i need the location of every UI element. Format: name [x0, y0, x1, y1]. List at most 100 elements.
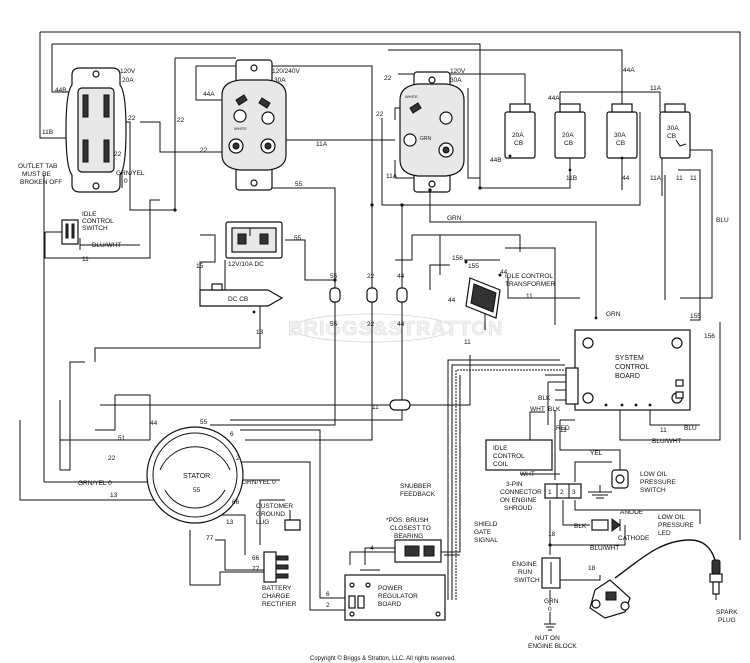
- wht-wire-label: WHT: [530, 406, 545, 413]
- connector-line2: CONNECTOR: [500, 489, 542, 496]
- wire-44-fuse-b: 44: [397, 321, 405, 328]
- zero-bottom-label: 0: [548, 606, 552, 613]
- regulator-line2: REGULATOR: [378, 593, 418, 600]
- yel-wire-label: YEL: [590, 450, 603, 457]
- battery-charge-rectifier: [263, 551, 289, 583]
- wire-55-top: 55: [295, 181, 303, 188]
- dc-outlet-rating: 12V/10A DC: [228, 261, 264, 268]
- component-labels: 120V 20A 120/240V 30A 120V 30A WHITE WHI…: [18, 68, 738, 650]
- led-line1: LOW OIL: [658, 514, 685, 521]
- blk-led-label: BLK: [574, 523, 587, 530]
- wire-22-fuse-b: 22: [367, 321, 375, 328]
- wire-11b-cb: 11B: [566, 175, 577, 182]
- wire-11-cb2: 11: [690, 175, 697, 182]
- nut-line1: NUT ON: [535, 635, 560, 642]
- cb-30a-1-line1: 30A: [614, 132, 626, 139]
- red-wire-label: RED: [556, 425, 570, 432]
- outlet-tab-note-line1: OUTLET TAB: [18, 163, 57, 170]
- connector-pin-2: 2: [560, 489, 564, 496]
- wire-55-stator-b: 55: [193, 487, 201, 494]
- wire-2-regulator: 2: [326, 602, 330, 609]
- wire-13-rect: 13: [226, 519, 234, 526]
- dc-outlet: [225, 221, 283, 259]
- lop-switch-line2: PRESSURE: [640, 479, 676, 486]
- outlet3-rating-line2: 30A: [450, 77, 462, 84]
- outlet-tab-note-line2: MUST BE: [22, 171, 51, 178]
- shield-line3: SIGNAL: [474, 537, 498, 544]
- wire-44-cb: 44: [622, 175, 630, 182]
- wire-156-right: 156: [704, 333, 715, 340]
- wire-44-transformer2: 44: [500, 269, 508, 276]
- grn-wire-label: GRN: [447, 215, 462, 222]
- system-control-board: [565, 316, 691, 411]
- outlet1-rating-line1: 120V: [120, 68, 136, 75]
- wire-44b: 44B: [55, 87, 67, 94]
- outlet2-white-terminal: WHITE: [234, 126, 247, 131]
- wire-22-stator: 22: [108, 455, 116, 462]
- three-pin-connector: [544, 483, 582, 499]
- scb-line1: SYSTEM: [615, 355, 644, 362]
- run-switch-line1: ENGINE: [512, 561, 538, 568]
- watermark: BRIGGS&STRATTON: [288, 313, 503, 343]
- outlet3-grn-terminal: GRN: [420, 136, 432, 142]
- wire-44-transformer1: 44: [448, 297, 456, 304]
- wire-44b-cb: 44B: [490, 157, 502, 164]
- outlet3-white-terminal: WHITE: [405, 94, 418, 99]
- ignition-module: [589, 579, 631, 619]
- wire-number-labels: 44B 11B 22 22 44A 22 22 11A 55 22 11A 22…: [42, 67, 715, 609]
- wire-22-outlet1: 22: [128, 115, 136, 122]
- wire-22-outlet2b: 22: [200, 147, 208, 154]
- blk2-wire-label: BLK: [548, 406, 561, 413]
- wire-22-outlet3: 22: [376, 111, 384, 118]
- spark-plug: [709, 559, 723, 600]
- customer-ground-lug: [284, 510, 301, 531]
- run-switch-line2: RUN: [518, 569, 532, 576]
- outlet-120-240v-30a: [221, 59, 287, 191]
- cb-20a-1-line2: CB: [514, 140, 523, 147]
- cb-30a-1-line2: CB: [616, 140, 625, 147]
- wire-11-transformer: 11: [464, 339, 471, 346]
- connector-line4: SHROUD: [504, 505, 532, 512]
- dc-cb-label: DC CB: [228, 296, 248, 303]
- wire-156: 156: [452, 255, 463, 262]
- led-line3: LED: [658, 530, 671, 537]
- wire-77-stator: 77: [206, 535, 214, 542]
- wire-22-fuse: 22: [367, 273, 375, 280]
- wire-6: 6: [230, 431, 234, 438]
- snubber-line1: SNUBBER: [400, 483, 432, 490]
- ground-lug-line1: CUSTOMER: [256, 503, 293, 510]
- blu-wire-label: BLU: [716, 217, 729, 224]
- wire-11-transformer-right: 11: [526, 293, 533, 300]
- wire-51: 51: [118, 435, 126, 442]
- shield-line2: GATE: [474, 529, 492, 536]
- lop-switch-line3: SWITCH: [640, 487, 666, 494]
- wire-55-fuse: 55: [330, 273, 338, 280]
- low-oil-pressure-led: [591, 518, 621, 532]
- wire-77-rect: 77: [252, 566, 260, 573]
- wire-44a-cb: 44A: [548, 95, 560, 102]
- rectifier-line1: BATTERY: [262, 585, 292, 592]
- wire-13-stator: 13: [110, 492, 118, 499]
- idle-coil-line3: COIL: [493, 461, 509, 468]
- idle-coil-line2: CONTROL: [493, 453, 525, 460]
- wire-6-regulator: 6: [326, 591, 330, 598]
- breaker-30a-2: [659, 103, 691, 159]
- wire-55-dc: 55: [294, 235, 302, 242]
- idle-switch-line1: IDLE: [82, 211, 97, 218]
- pos-brush-line1: *POS. BRUSH: [386, 517, 429, 524]
- idle-switch-blu-wht: BLU/WHT: [92, 242, 121, 249]
- grn-yel-stator-label: GRN/YEL 0: [242, 479, 276, 486]
- spark-plug-line2: PLUG: [718, 617, 736, 624]
- connector-pin-3: 3: [572, 489, 576, 496]
- rectifier-line2: CHARGE: [262, 593, 290, 600]
- wires: [19, 31, 741, 624]
- run-switch-line3: SWITCH: [514, 577, 540, 584]
- wire-55-fuse-b: 55: [330, 321, 338, 328]
- idle-control-transformer: [464, 260, 502, 319]
- wire-22-outlet1b: 22: [114, 151, 122, 158]
- wire-11a-mid: 11A: [316, 141, 328, 148]
- transformer-line2: TRANSFORMER: [505, 281, 556, 288]
- wire-11b-left: 11B: [42, 129, 53, 136]
- wire-4-brush: 4: [370, 545, 374, 552]
- wire-11a-cb: 11A: [650, 175, 662, 182]
